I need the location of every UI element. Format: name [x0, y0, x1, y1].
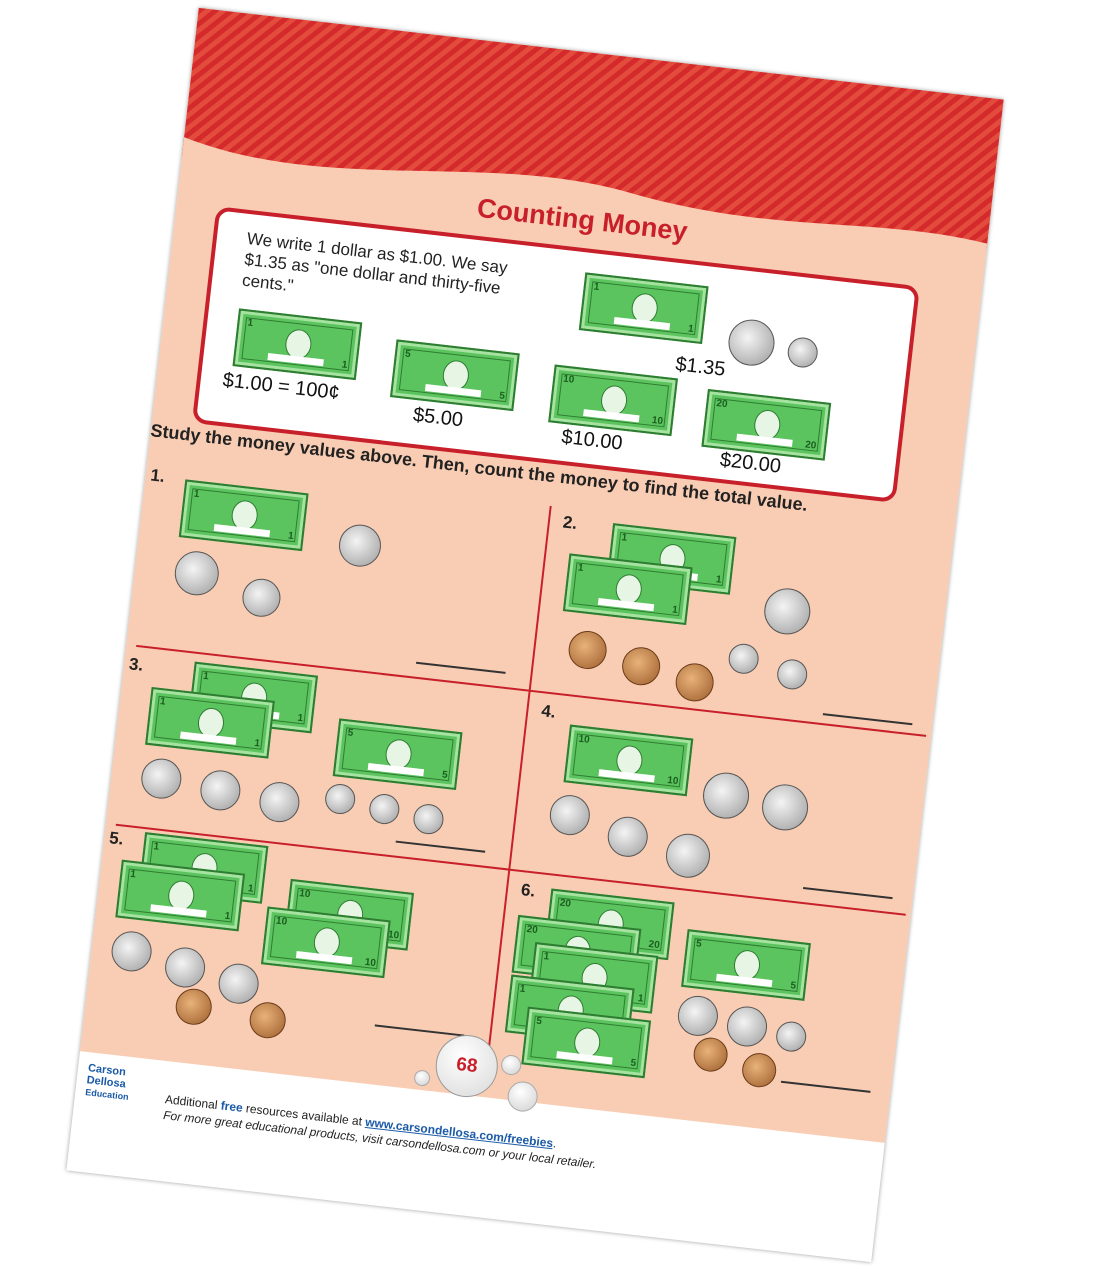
- problem-4-label: 4.: [540, 701, 557, 722]
- dime-coin: [786, 335, 820, 370]
- quarter-coin: [726, 317, 777, 369]
- banner-wave: [178, 137, 988, 279]
- carson-dellosa-logo: Carson Dellosa Education: [84, 1062, 130, 1102]
- problem-5-label: 5.: [108, 828, 125, 849]
- problem-1-label: 1.: [149, 465, 166, 487]
- problem-3-label: 3.: [128, 654, 145, 675]
- five-dollar-value: $5.00: [411, 403, 465, 432]
- problem-2-label: 2.: [561, 512, 579, 533]
- intro-text: We write 1 dollar as $1.00. We say $1.35…: [241, 228, 509, 298]
- combo-value: $1.35: [674, 353, 727, 381]
- problem-6-label: 6.: [520, 880, 537, 901]
- worksheet-page: Counting Money We write 1 dollar as $1.0…: [66, 7, 1004, 1263]
- ten-dollar-value: $10.00: [560, 425, 624, 455]
